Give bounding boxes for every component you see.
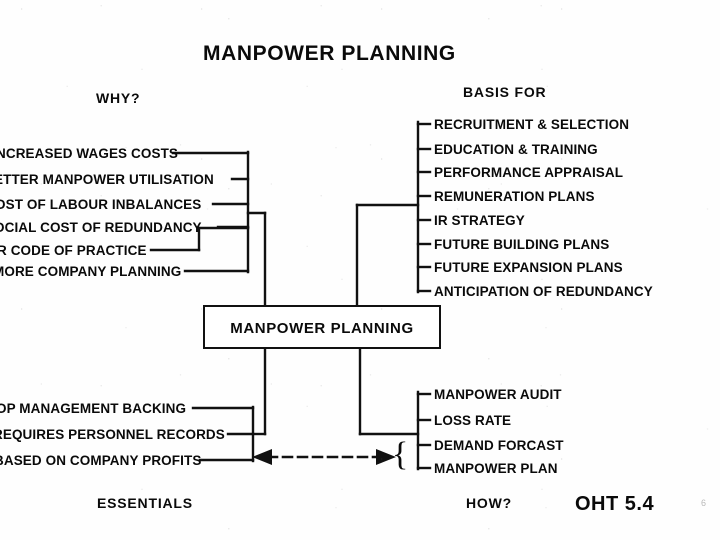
page-corner-mark: 6 — [700, 498, 706, 508]
quadrant-heading-why: WHY? — [96, 90, 141, 106]
list-item: MANPOWER AUDIT — [434, 387, 562, 402]
quadrant-heading-how: HOW? — [466, 495, 512, 511]
list-item: LOSS RATE — [434, 413, 512, 428]
list-item: OST OF LABOUR INBALANCES — [0, 197, 202, 212]
arrow-head-left — [252, 449, 272, 465]
list-item: FUTURE EXPANSION PLANS — [434, 260, 623, 275]
page-title: MANPOWER PLANNING — [203, 42, 456, 65]
list-item: BASED ON COMPANY PROFITS — [0, 453, 202, 468]
list-item: EDUCATION & TRAINING — [434, 142, 598, 157]
list-item: ANTICIPATION OF REDUNDANCY — [434, 284, 653, 299]
center-node-box: MANPOWER PLANNING — [203, 305, 441, 349]
how-group-brace: { — [392, 436, 409, 473]
list-item: R CODE OF PRACTICE — [0, 243, 147, 258]
slide-reference: OHT 5.4 — [575, 493, 655, 515]
quadrant-heading-essentials: ESSENTIALS — [97, 495, 193, 511]
list-item: OP MANAGEMENT BACKING — [0, 401, 187, 416]
list-item: IR STRATEGY — [434, 213, 525, 228]
list-item: MANPOWER PLAN — [434, 461, 558, 476]
list-item: NCREASED WAGES COSTS — [0, 146, 179, 161]
list-item: FUTURE BUILDING PLANS — [434, 237, 610, 252]
list-item: MORE COMPANY PLANNING — [0, 264, 182, 279]
list-item: REQUIRES PERSONNEL RECORDS — [0, 427, 225, 442]
list-item: OCIAL COST OF REDUNDANCY — [0, 220, 202, 235]
list-item: RECRUITMENT & SELECTION — [434, 117, 630, 132]
list-item: PERFORMANCE APPRAISAL — [434, 165, 624, 180]
quadrant-heading-basis-for: BASIS FOR — [463, 84, 547, 100]
list-item: REMUNERATION PLANS — [434, 189, 595, 204]
list-item: DEMAND FORCAST — [434, 438, 564, 453]
center-node-label: MANPOWER PLANNING — [230, 320, 414, 337]
list-item: ETTER MANPOWER UTILISATION — [0, 172, 214, 187]
arrow-head-right — [376, 449, 396, 465]
